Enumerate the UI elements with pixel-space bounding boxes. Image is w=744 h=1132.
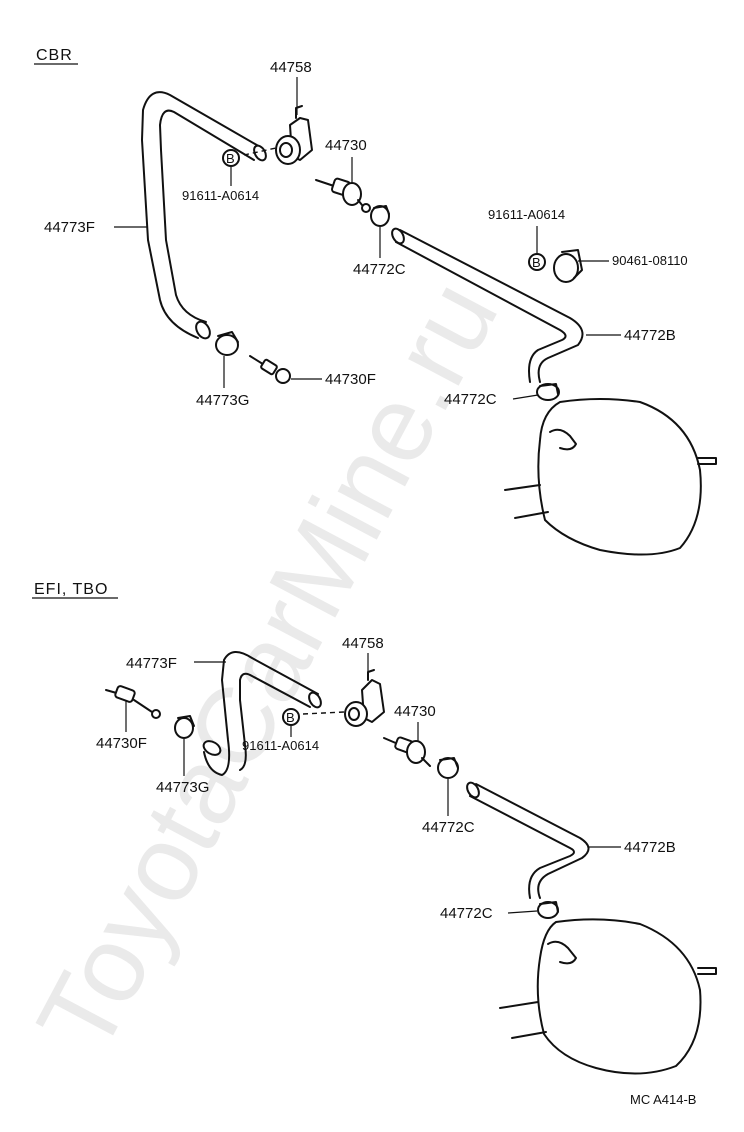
vsv-44730f xyxy=(249,355,291,384)
bracket-44758-2 xyxy=(344,669,385,727)
bolt-marker xyxy=(222,149,240,167)
clip-90461-08110 xyxy=(553,249,583,283)
bolt-marker-3 xyxy=(282,708,300,726)
bolt-dashed-line-2 xyxy=(302,711,345,715)
section-title-cbr: CBR xyxy=(36,47,73,64)
label-clamp-booster: 44772C xyxy=(444,391,497,408)
label-hose-left: 44773F xyxy=(44,219,95,236)
bolt-marker-2-letter: B xyxy=(532,255,541,270)
bracket-44758 xyxy=(275,105,313,165)
vsv-44730f-2 xyxy=(105,685,161,719)
vsv-44730 xyxy=(315,177,371,213)
label-vsv: 44730 xyxy=(325,137,367,154)
labels-efi-tbo: 44758 44773F 44730 44730F 91611-A0614 44… xyxy=(96,635,676,922)
footer-code: MC A414-B xyxy=(630,1092,696,1107)
hose-44773f-2 xyxy=(202,651,322,776)
labels-cbr: 44758 91611-A0614 44730 44773F 44772C 91… xyxy=(44,59,688,409)
hose-44773f xyxy=(141,91,267,340)
clamp-44772c-upper xyxy=(370,205,390,227)
label-vsv-f: 44730F xyxy=(325,371,376,388)
bolt-dashed-line xyxy=(243,147,277,156)
label-clamp-right: 44772C xyxy=(353,261,406,278)
label-clip: 90461-08110 xyxy=(612,253,688,268)
label-bolt: 91611-A0614 xyxy=(182,188,259,203)
section-cbr: CBR B xyxy=(34,47,717,556)
hose-44772b-2 xyxy=(466,781,590,899)
label-hose-right-2: 44772B xyxy=(624,839,676,856)
vsv-44730-2 xyxy=(383,736,431,767)
section-title-efi: EFI, TBO xyxy=(34,581,108,598)
label-clamp-left-2: 44773G xyxy=(156,779,209,796)
label-vsv-f-2: 44730F xyxy=(96,735,147,752)
brake-booster-2 xyxy=(499,918,717,1075)
label-bolt2: 91611-A0614 xyxy=(488,207,565,222)
clamp-44772c-lower xyxy=(536,383,560,401)
label-bolt-2: 91611-A0614 xyxy=(242,738,319,753)
label-vsv-2: 44730 xyxy=(394,703,436,720)
hose-44772b xyxy=(391,227,584,383)
bolt-marker-2 xyxy=(528,253,546,271)
label-clamp-right-2: 44772C xyxy=(422,819,475,836)
bolt-marker-3-letter: B xyxy=(286,710,295,725)
clamp-44773g-2 xyxy=(174,715,195,739)
clamp-44773g xyxy=(215,331,239,356)
clamp-44772c-upper-2 xyxy=(437,757,459,779)
clamp-44772c-lower-2 xyxy=(537,901,559,919)
label-bracket-2: 44758 xyxy=(342,635,384,652)
label-clamp-left: 44773G xyxy=(196,392,249,409)
label-hose-left-2: 44773F xyxy=(126,655,177,672)
label-hose-right: 44772B xyxy=(624,327,676,344)
brake-booster xyxy=(504,398,717,556)
section-efi-tbo: EFI, TBO B xyxy=(32,581,717,1075)
bolt-marker-letter: B xyxy=(226,151,235,166)
label-clamp-booster-2: 44772C xyxy=(440,905,493,922)
label-bracket: 44758 xyxy=(270,59,312,76)
